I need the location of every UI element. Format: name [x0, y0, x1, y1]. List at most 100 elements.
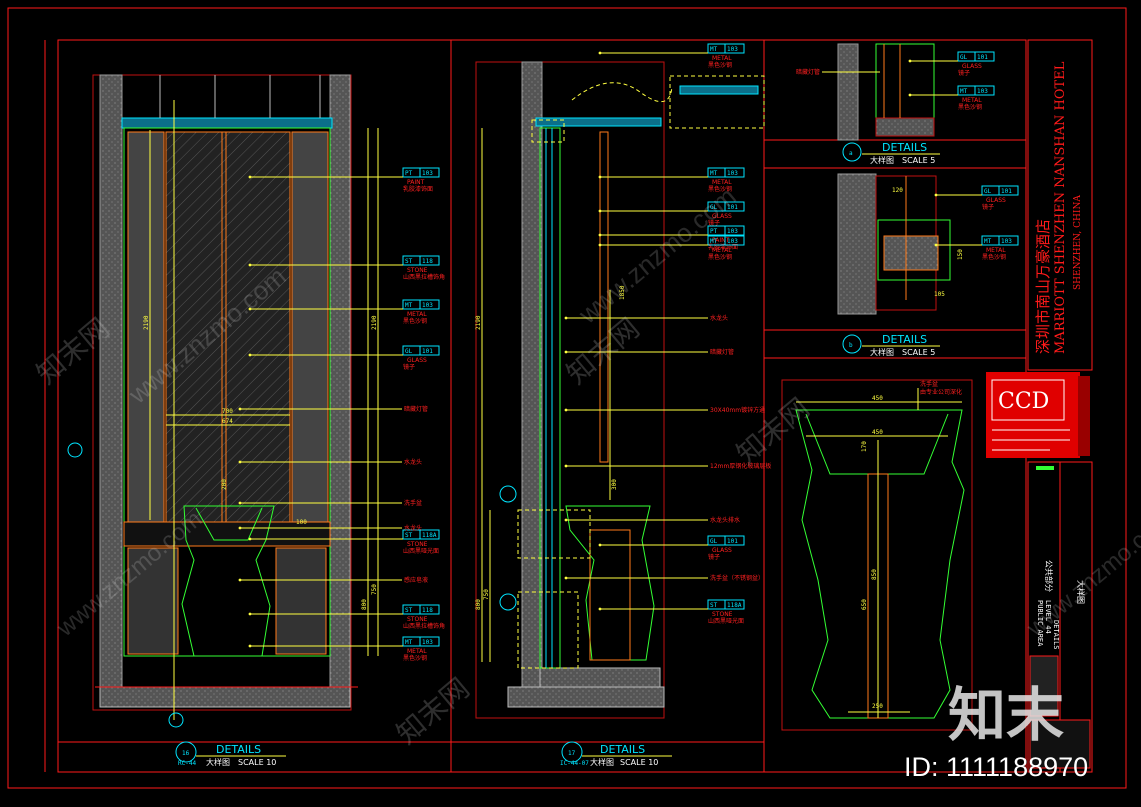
annotation-note: 水龙头排水	[710, 516, 740, 524]
dim-16-a: 200	[221, 479, 228, 490]
detail-b: 120 150 105	[837, 173, 964, 315]
detail-b-sub: 大样图	[870, 347, 894, 357]
tag-code: GL	[960, 54, 968, 61]
tag-number: 103	[727, 228, 738, 235]
detail-a-title: a DETAILS 大样图 SCALE 5	[842, 141, 940, 165]
leader-dot	[564, 316, 568, 320]
section-marker-icon	[499, 593, 517, 611]
detail-a-note: 暗藏灯管	[796, 68, 820, 76]
leader-dot	[564, 518, 568, 522]
tag-description: 山西黑哑光面	[708, 617, 744, 625]
detail-16-title-text: DETAILS	[216, 743, 261, 756]
annotation-note: 洗手盆（不锈钢盆）	[710, 574, 764, 582]
basin-dim-h3: 650	[861, 599, 868, 610]
leader-dot	[598, 175, 602, 179]
dim-a3: 105	[934, 291, 945, 298]
leader-dot	[934, 243, 938, 247]
annotation-note: 水龙头	[404, 524, 422, 532]
dim-16-width-2: 674	[222, 418, 233, 425]
details-en: DETAILS	[1052, 620, 1060, 650]
tag-material: GLASS	[986, 197, 1006, 204]
tag-material: METAL	[962, 97, 982, 104]
tag-description: 黑色沙钢	[403, 654, 427, 662]
tag-code: MT	[405, 302, 413, 309]
section-marker-icon	[67, 442, 83, 458]
tag-code: GL	[405, 348, 413, 355]
leader-dot	[248, 612, 252, 616]
leader-dot	[238, 460, 242, 464]
basin-note-1: 洗手盆	[920, 380, 938, 388]
tag-description: 黑色沙钢	[708, 61, 732, 69]
dim-17-d: 300	[611, 479, 618, 490]
dim-a2: 150	[957, 249, 964, 260]
leader-dot	[248, 537, 252, 541]
dim-17-c: 800	[475, 599, 482, 610]
annotation-note: 感应皂液	[404, 576, 428, 584]
detail-b-title-text: DETAILS	[882, 333, 927, 346]
tag-code: MT	[405, 639, 413, 646]
detail-16-title: 16 DETAILS RC-44 大样图 SCALE 10	[175, 741, 286, 767]
annotation-note: 洗手盆	[404, 499, 422, 507]
annotation-note: 暗藏灯管	[404, 405, 428, 413]
tag-number: 103	[977, 88, 988, 95]
tag-material: STONE	[407, 616, 428, 623]
tag-code: MT	[960, 88, 968, 95]
area-cn: 公共部分	[1044, 560, 1054, 592]
leader-dot	[564, 464, 568, 468]
tag-number: 118	[422, 258, 433, 265]
tag-description: 乳胶漆饰面	[708, 243, 738, 251]
detail-17-ref: IC-44-07	[560, 760, 589, 767]
basin-dim-h2: 850	[871, 569, 878, 580]
detail-16-number: 16	[182, 750, 190, 757]
detail-16-ref: RC-44	[178, 760, 196, 767]
basin-dim-h1: 170	[861, 441, 868, 452]
basin-detail: 450 450 170 850 650 250 洗手盆 由专业公司深化	[781, 379, 973, 731]
tag-code: ST	[405, 258, 413, 265]
leader-dot	[248, 307, 252, 311]
tag-number: 101	[727, 538, 738, 545]
leader-dot	[598, 607, 602, 611]
detail-b-title: b DETAILS 大样图 SCALE 5	[842, 333, 940, 357]
sheet-info-block: 公共部分 大样图 PUBLIC AREA LEVEL 44 DETAILS	[1029, 462, 1091, 772]
detail-a-sub: 大样图	[870, 155, 894, 165]
leader-dot	[238, 526, 242, 530]
section-marker-icon	[499, 485, 517, 503]
dim-a1: 120	[892, 187, 903, 194]
tag-description: 镜子	[708, 219, 720, 227]
dim-16-c: 800	[361, 599, 368, 610]
tag-code: MT	[710, 238, 718, 245]
basin-dim-w3: 250	[872, 703, 883, 710]
tag-material: METAL	[712, 55, 732, 62]
logo-text: CCD	[998, 389, 1049, 414]
dim-16-d: 100	[296, 519, 307, 526]
dim-17-a: 1850	[619, 285, 626, 300]
tag-code: MT	[710, 170, 718, 177]
tag-description: 镜子	[982, 203, 994, 211]
leader-dot	[564, 576, 568, 580]
project-name-cn: 深圳市南山万豪酒店	[1034, 219, 1052, 354]
leader-dot	[564, 350, 568, 354]
leader-dot	[248, 263, 252, 267]
leader-dot	[598, 209, 602, 213]
detail-16-sub: 大样图	[206, 757, 230, 767]
detail-b-scale: SCALE 5	[902, 348, 935, 357]
tag-number: 103	[1001, 238, 1012, 245]
detail-17-section: 2190 1850 750 800 300	[475, 61, 765, 719]
tag-material: STONE	[407, 541, 428, 548]
tag-material: GLASS	[407, 357, 427, 364]
basin-note-2: 由专业公司深化	[920, 388, 962, 396]
dim-16-height: 2190	[143, 315, 150, 330]
detail-17-sub: 大样图	[590, 757, 614, 767]
